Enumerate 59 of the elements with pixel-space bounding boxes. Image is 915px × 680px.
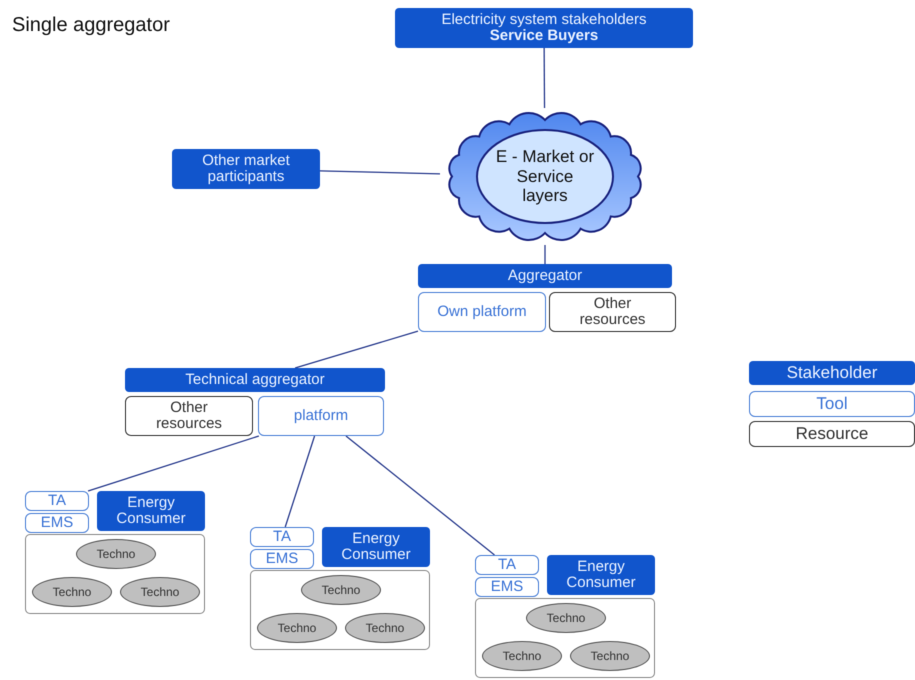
stakeholder-box	[172, 149, 320, 189]
stakeholder-box	[322, 527, 430, 567]
resource-group-box	[250, 570, 430, 650]
box-label: Techno	[502, 650, 542, 662]
tool-box	[418, 292, 546, 332]
box-label: Techno	[546, 612, 586, 624]
box-label: Service Buyers	[490, 28, 598, 44]
resource-group-box	[475, 598, 655, 678]
cloud-label: E - Market or Service layers	[495, 147, 595, 206]
box-label: Other resources	[578, 296, 646, 328]
resource-group-box	[25, 534, 205, 614]
box-label: TA	[272, 529, 292, 545]
stakeholder-box	[125, 368, 385, 392]
box-label: Technical aggregator	[185, 372, 325, 388]
legend-entry: Stakeholder	[749, 361, 915, 385]
box-label: Techno	[52, 586, 92, 598]
box-label: platform	[294, 408, 348, 424]
tool-box	[475, 555, 539, 575]
box-label: Energy Consumer	[565, 559, 637, 591]
box-label: Techno	[590, 650, 630, 662]
diagram-title: Single aggregator	[12, 14, 170, 37]
connector-line	[543, 48, 546, 108]
box-label: TA	[498, 557, 516, 573]
connector-line	[294, 330, 418, 369]
box-label: Techno	[322, 584, 360, 596]
stakeholder-box	[418, 264, 672, 288]
stakeholder-box	[97, 491, 205, 531]
box-label: Techno	[278, 622, 316, 634]
legend-entry: Tool	[749, 391, 915, 417]
connector-line	[88, 435, 260, 492]
tool-box	[25, 513, 89, 533]
resource-box	[549, 292, 676, 332]
box-label: Energy Consumer	[340, 531, 412, 563]
box-label: Other market participants	[201, 153, 291, 185]
tool-box	[258, 396, 384, 436]
tool-box	[250, 527, 314, 547]
stakeholder-box	[547, 555, 655, 595]
tool-box	[475, 577, 539, 597]
connector-line	[346, 436, 495, 556]
box-label: Techno	[140, 586, 180, 598]
legend-entry: Resource	[749, 421, 915, 447]
box-label: Other resources	[155, 400, 223, 432]
connector-line	[284, 436, 316, 528]
connector-line	[544, 245, 546, 264]
box-label: Own platform	[437, 304, 527, 320]
stakeholder-box	[395, 8, 693, 48]
box-label: EMS	[40, 515, 74, 531]
tool-box	[250, 549, 314, 569]
box-label: EMS	[490, 579, 524, 595]
box-label: EMS	[266, 551, 298, 567]
box-label: TA	[48, 493, 66, 509]
box-label: Techno	[96, 548, 136, 560]
connector-line	[320, 170, 440, 175]
tool-box	[25, 491, 89, 511]
resource-box	[125, 396, 253, 436]
box-label: Techno	[366, 622, 404, 634]
box-label: Electricity system stakeholders	[441, 12, 647, 28]
box-label: Aggregator	[508, 268, 582, 284]
box-label: Energy Consumer	[115, 495, 187, 527]
